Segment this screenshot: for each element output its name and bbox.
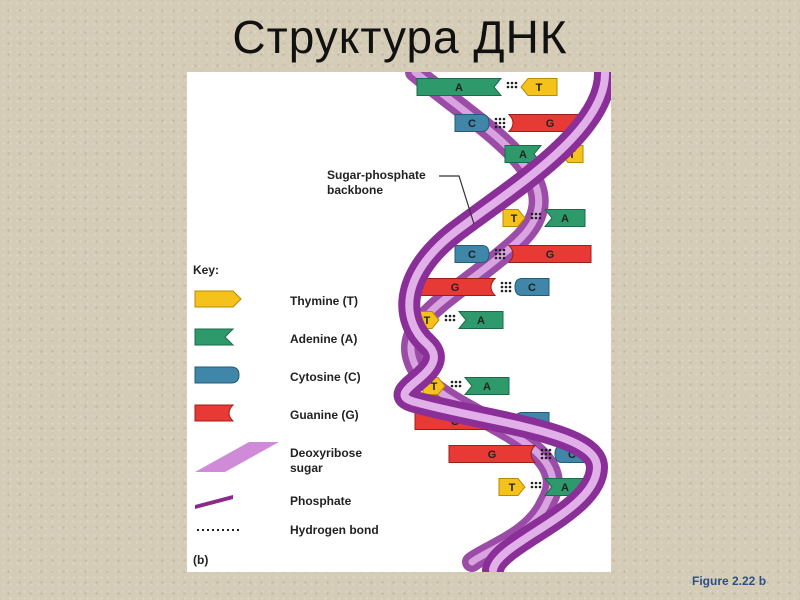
- slide-title: Структура ДНК: [0, 10, 800, 64]
- key-label-deoxyribose-line1: Deoxyribose: [290, 446, 362, 460]
- backbone-callout-line1: Sugar-phosphate: [327, 168, 426, 182]
- hydrogen-bond-7: [451, 381, 462, 388]
- key-label-adenine: Adenine (A): [290, 332, 357, 346]
- base-label-left-7: T: [431, 381, 438, 393]
- base-label-right-7: A: [483, 381, 491, 393]
- base-label-right-0: T: [536, 82, 543, 94]
- hydrogen-bond-4: [495, 249, 506, 260]
- hydrogen-bond-9: [541, 449, 552, 460]
- thymine-icon: [195, 291, 241, 307]
- base-label-right-5: C: [528, 282, 536, 294]
- base-label-left-2: A: [519, 149, 527, 161]
- base-label-left-0: A: [455, 82, 463, 94]
- key-label-thymine: Thymine (T): [290, 294, 358, 308]
- hydrogen-bond-1: [495, 118, 506, 129]
- base-label-left-5: G: [451, 282, 460, 294]
- base-label-left-10: T: [509, 482, 516, 494]
- guanine-icon: [195, 405, 233, 421]
- hydrogen-bond-0: [507, 82, 518, 89]
- backbone-callout-line2: backbone: [327, 183, 383, 197]
- base-label-left-9: G: [488, 449, 497, 461]
- figure-caption: Figure 2.22 b: [692, 574, 766, 588]
- hydrogen-bond-10: [531, 482, 542, 489]
- base-label-right-6: A: [477, 315, 485, 327]
- key-heading: Key:: [193, 263, 219, 277]
- base-label-right-1: G: [546, 118, 555, 130]
- base-label-left-3: T: [511, 213, 518, 225]
- key-label-guanine: Guanine (G): [290, 408, 359, 422]
- base-label-right-4: G: [546, 249, 555, 261]
- cytosine-icon: [195, 367, 239, 383]
- base-label-right-3: A: [561, 213, 569, 225]
- panel-label: (b): [193, 553, 208, 567]
- base-label-left-4: C: [468, 249, 476, 261]
- key-label-deoxyribose-line2: sugar: [290, 461, 323, 475]
- key-label-phosphate: Phosphate: [290, 494, 352, 508]
- key-label-cytosine: Cytosine (C): [290, 370, 361, 384]
- adenine-icon: [195, 329, 233, 345]
- key-label-hydrogen-bond: Hydrogen bond: [290, 523, 379, 537]
- hydrogen-bond-5: [501, 282, 512, 293]
- hydrogen-bond-6: [445, 315, 456, 322]
- phosphate-icon: [195, 495, 233, 509]
- base-label-right-10: A: [561, 482, 569, 494]
- base-label-left-1: C: [468, 118, 476, 130]
- deoxyribose-sugar-icon: [195, 442, 279, 472]
